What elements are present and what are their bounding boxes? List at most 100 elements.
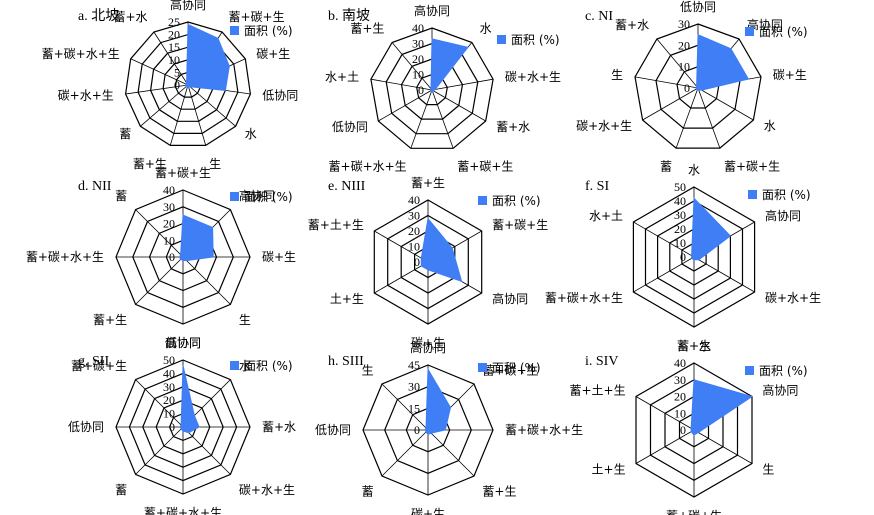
radial-tick-label: 30 xyxy=(408,209,420,223)
axis-spoke xyxy=(381,383,429,431)
radial-tick-label: 30 xyxy=(412,37,424,51)
category-label: 蓄+碳+生 xyxy=(492,218,548,232)
legend-label: 面积 (%) xyxy=(759,364,808,378)
axis-spoke xyxy=(635,429,695,464)
radar-panel: 010203040高协同水碳+水+生蓄+水蓄+碳+生蓄+碳+水+生低协同水+土蓄… xyxy=(325,3,561,174)
category-label: 水 xyxy=(239,359,251,373)
axis-spoke xyxy=(431,78,494,91)
radial-tick-label: 20 xyxy=(163,217,175,231)
radial-tick-label: 30 xyxy=(674,373,686,387)
radial-tick-label: 25 xyxy=(168,15,180,29)
category-label: 水 xyxy=(764,119,776,133)
category-label: 低协同 xyxy=(68,419,104,434)
grid-ring xyxy=(634,23,762,149)
axis-spoke xyxy=(693,429,753,464)
category-label: 碳+水+生 xyxy=(505,70,561,84)
category-label: 高协同 xyxy=(165,335,201,350)
radial-tick-label: 40 xyxy=(408,193,420,207)
category-label: 蓄 xyxy=(660,159,672,173)
category-label: 高协同 xyxy=(762,383,798,398)
axis-spoke xyxy=(693,256,755,293)
category-label: 低协同 xyxy=(262,88,298,103)
axis-spoke xyxy=(635,396,695,431)
axis-spoke xyxy=(135,426,184,475)
axis-spoke xyxy=(391,42,433,91)
legend-swatch xyxy=(230,192,239,201)
radial-tick-label: 0 xyxy=(414,423,420,437)
category-label: 碳+生 xyxy=(773,68,807,82)
category-label: 蓄 xyxy=(115,483,127,497)
category-label: 蓄 xyxy=(119,127,131,141)
radial-tick-label: 0 xyxy=(684,81,690,95)
radial-tick-label: 40 xyxy=(163,366,175,380)
category-label: 碳+水+生 xyxy=(239,483,295,497)
grid-ring xyxy=(137,33,239,134)
radial-tick-label: 20 xyxy=(674,222,686,236)
category-label: 高协同 xyxy=(410,340,446,355)
radial-tick-label: 30 xyxy=(678,17,690,31)
axis-spoke xyxy=(633,256,695,293)
radial-tick-label: 20 xyxy=(674,390,686,404)
category-label: 碳+生 xyxy=(411,507,445,515)
axis-spoke xyxy=(697,87,754,121)
radial-tick-label: 10 xyxy=(678,60,690,74)
axis-spoke xyxy=(140,84,189,127)
radial-tick-label: 10 xyxy=(163,233,175,247)
category-label: 低协同 xyxy=(680,0,716,14)
radial-tick-label: 10 xyxy=(674,236,686,250)
category-label: 水+土 xyxy=(325,70,359,84)
radial-tick-label: 5 xyxy=(174,65,180,79)
radial-tick-label: 20 xyxy=(408,224,420,238)
radial-tick-label: 20 xyxy=(163,393,175,407)
legend-swatch xyxy=(748,190,757,199)
category-label: 碳+水+生 xyxy=(58,89,114,103)
legend-label: 面积 (%) xyxy=(492,194,541,208)
category-label: 蓄+水 xyxy=(262,420,296,434)
axis-spoke xyxy=(634,76,699,89)
category-label: 蓄+水 xyxy=(677,339,711,353)
radial-tick-label: 30 xyxy=(163,200,175,214)
axis-spoke xyxy=(410,89,433,149)
category-label: 高协同 xyxy=(492,291,528,306)
category-label: 蓄+生 xyxy=(133,157,167,171)
radial-tick-label: 30 xyxy=(674,208,686,222)
category-label: 蓄+碳+水+生 xyxy=(26,250,104,264)
panel-title: g. SII xyxy=(78,354,109,369)
radial-tick-label: 15 xyxy=(168,40,180,54)
grid-ring xyxy=(400,58,464,120)
axis-spoke xyxy=(135,256,184,305)
radial-tick-label: 0 xyxy=(680,250,686,264)
category-label: 蓄+生 xyxy=(411,176,445,190)
category-label: 蓄+碳+水+生 xyxy=(42,47,120,61)
legend-swatch xyxy=(745,366,754,375)
axis-spoke xyxy=(675,87,699,149)
radial-tick-label: 20 xyxy=(678,38,690,52)
category-label: 蓄+生 xyxy=(677,339,711,353)
radial-tick-label: 10 xyxy=(674,406,686,420)
legend-label: 面积 (%) xyxy=(244,359,293,373)
category-label: 蓄 xyxy=(115,189,127,203)
axis-spoke xyxy=(697,87,721,149)
category-label: 低协同 xyxy=(165,335,201,350)
axis-spoke xyxy=(431,89,454,149)
radial-tick-label: 50 xyxy=(163,353,175,367)
legend-swatch xyxy=(230,361,239,370)
axis-spoke xyxy=(431,89,486,122)
category-label: 蓄 xyxy=(362,484,374,498)
radial-tick-label: 40 xyxy=(412,21,424,35)
category-label: 高协同 xyxy=(765,208,801,223)
legend-swatch xyxy=(478,363,487,372)
panel-title: e. NIII xyxy=(328,179,366,194)
category-label: 水 xyxy=(245,127,257,141)
category-label: 水 xyxy=(688,163,700,177)
axis-spoke xyxy=(374,261,429,294)
data-area xyxy=(691,197,732,261)
category-label: 低协同 xyxy=(332,119,368,134)
radial-tick-label: 0 xyxy=(169,420,175,434)
